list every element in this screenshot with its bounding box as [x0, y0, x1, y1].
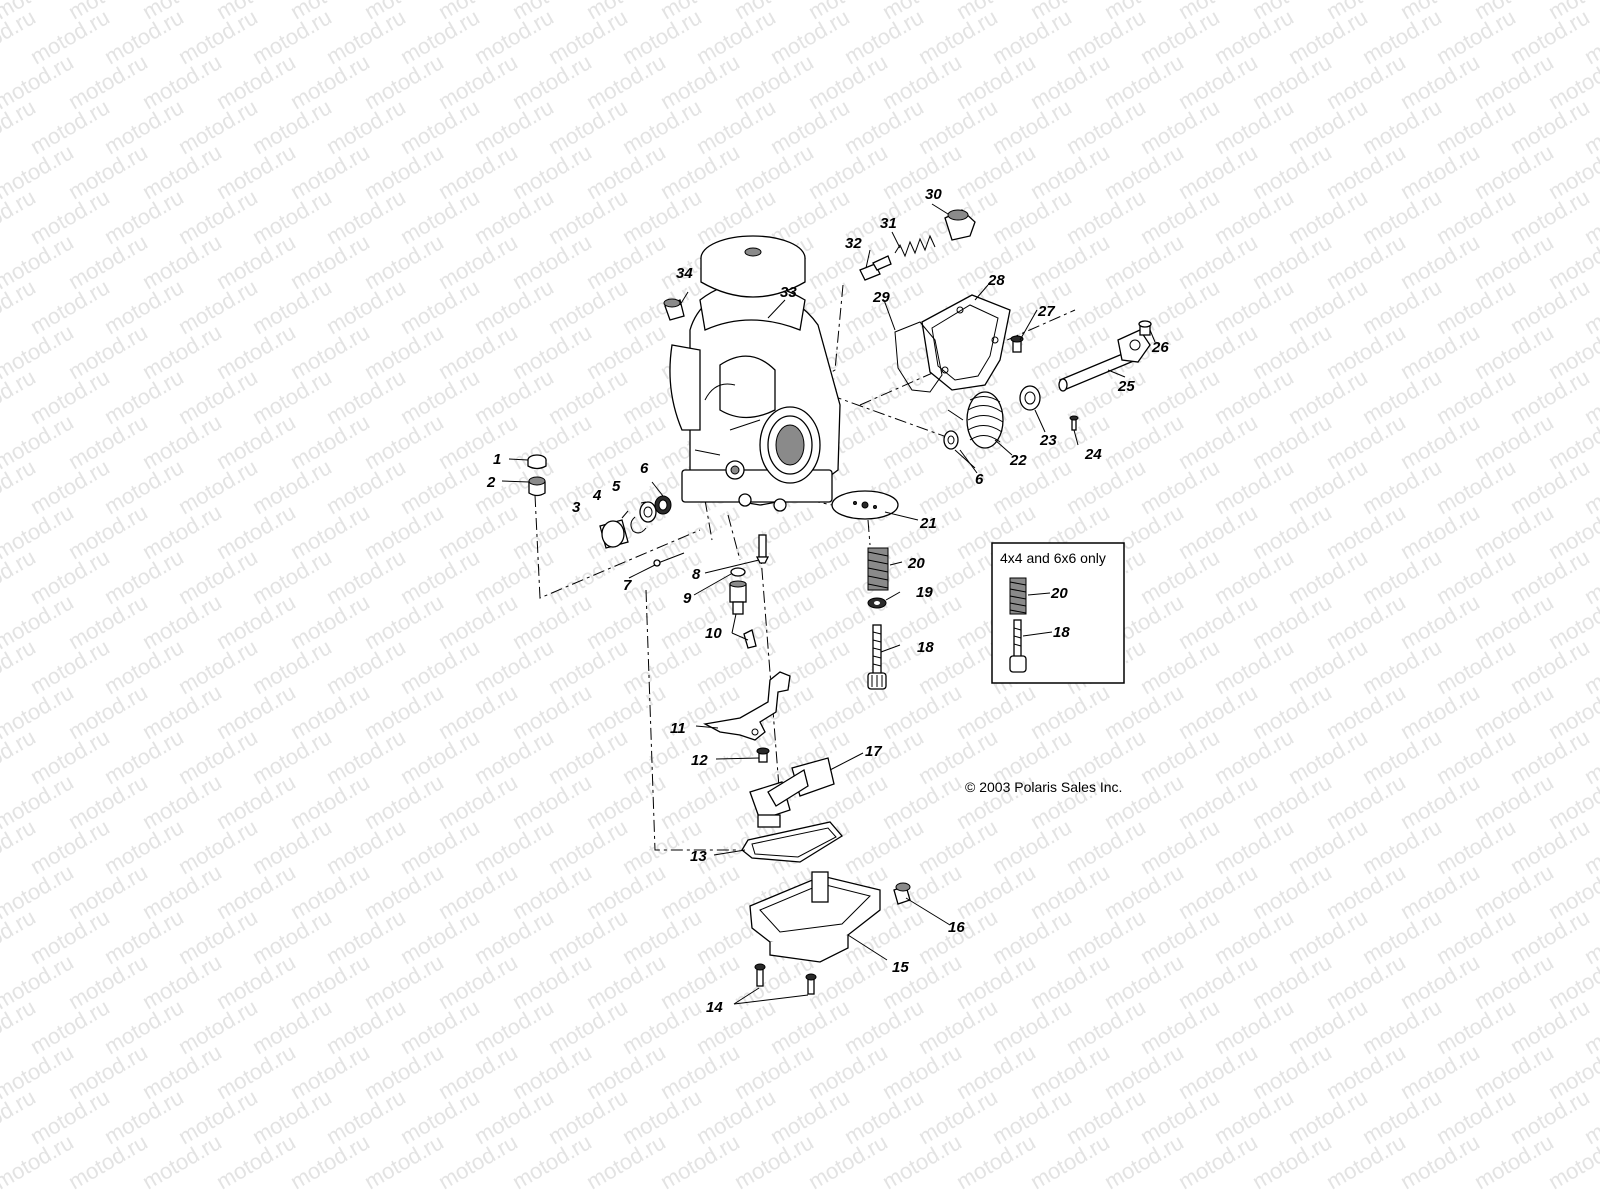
part-27-screw [1010, 335, 1024, 353]
part-label-2: 2 [486, 474, 496, 491]
part-label-8: 8 [692, 566, 701, 583]
part-23-bushing [1019, 385, 1041, 411]
part-label-6-left: 6 [640, 460, 649, 477]
connector-lines [534, 284, 1076, 851]
inset-label-20: 20 [1050, 585, 1068, 602]
part-1-cap [527, 454, 547, 470]
part-17-float [749, 757, 835, 828]
part-label-26: 26 [1151, 339, 1169, 356]
part-2-plug [528, 476, 546, 497]
part-label-21: 21 [919, 515, 937, 532]
part-label-24: 24 [1084, 446, 1102, 463]
part-label-23: 23 [1039, 432, 1057, 449]
part-label-18: 18 [917, 639, 934, 656]
part-11-bracket [703, 671, 791, 741]
part-5-washer [639, 501, 657, 523]
part-label-11: 11 [670, 720, 686, 737]
part-18-idle-screw [867, 624, 887, 690]
part-label-9: 9 [683, 590, 692, 607]
part-20-spring [867, 547, 889, 591]
part-label-31: 31 [880, 215, 897, 232]
part-29-gasket [894, 321, 943, 393]
part-label-16: 16 [948, 919, 965, 936]
carburetor-body [669, 235, 841, 512]
part-label-33: 33 [780, 284, 797, 301]
part-label-13: 13 [690, 848, 707, 865]
part-label-32: 32 [845, 235, 862, 252]
part-19-washer [867, 597, 887, 609]
leader-lines [501, 203, 1156, 1005]
part-31-spring [894, 234, 936, 258]
copyright-notice: © 2003 Polaris Sales Inc. [965, 779, 1122, 795]
part-numbers: 1 2 3 4 5 6 6 7 8 9 10 11 12 13 14 15 16… [486, 186, 1169, 1016]
part-30-cap [944, 209, 976, 241]
part-label-28: 28 [987, 272, 1005, 289]
part-9-oring [730, 567, 746, 577]
part-32-plunger [859, 255, 892, 281]
inset-title: 4x4 and 6x6 only [1000, 550, 1106, 566]
part-28-cover [921, 294, 1011, 391]
part-7-pin [653, 552, 685, 567]
part-label-25: 25 [1117, 378, 1135, 395]
part-4-clip [630, 516, 647, 534]
part-6-oring-right [943, 430, 959, 450]
part-12-screw [756, 747, 770, 763]
part-22-spring [947, 391, 1004, 449]
part-label-5: 5 [612, 478, 621, 495]
part-label-34: 34 [676, 265, 693, 282]
part-8-needle [755, 534, 770, 564]
part-label-27: 27 [1037, 303, 1055, 320]
part-21-diaphragm-plate [831, 490, 899, 520]
part-label-3: 3 [572, 499, 581, 516]
part-label-17: 17 [865, 743, 882, 760]
part-label-22: 22 [1009, 452, 1027, 469]
part-label-6-right: 6 [975, 471, 984, 488]
part-14-screws [754, 963, 817, 995]
part-26-screw [1138, 320, 1152, 336]
part-label-10: 10 [705, 625, 722, 642]
part-6-oring-left [654, 495, 672, 515]
inset-label-18: 18 [1053, 624, 1070, 641]
part-3-cap [599, 519, 629, 549]
part-label-20: 20 [907, 555, 925, 572]
part-label-12: 12 [691, 752, 708, 769]
part-34-cap [663, 298, 685, 321]
part-label-29: 29 [872, 289, 890, 306]
part-label-19: 19 [916, 584, 933, 601]
part-25-throttle-shaft [1058, 329, 1151, 392]
part-label-4: 4 [592, 487, 602, 504]
part-15-float-bowl [749, 871, 881, 963]
part-label-14: 14 [706, 999, 723, 1016]
part-label-30: 30 [925, 186, 942, 203]
part-label-15: 15 [892, 959, 909, 976]
part-10-jet-assembly [729, 580, 757, 649]
inset-4x4-6x6: 4x4 and 6x6 only 20 18 [991, 542, 1125, 684]
part-label-7: 7 [623, 577, 632, 594]
part-label-1: 1 [493, 451, 501, 468]
